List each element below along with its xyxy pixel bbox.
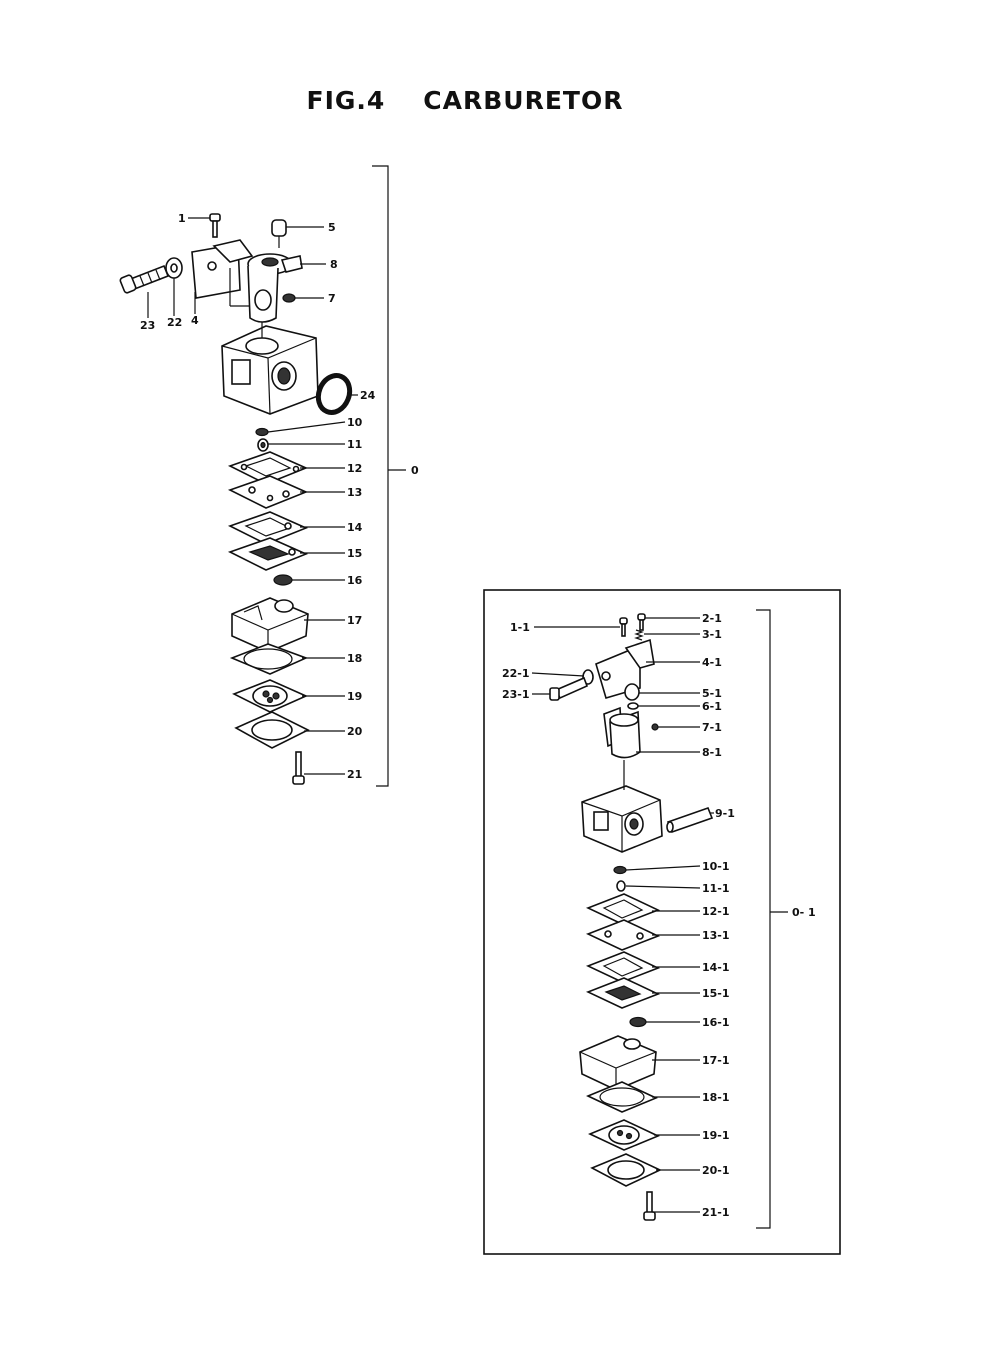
part-diaphragm-18-1	[586, 1081, 658, 1113]
part-cap-5-1	[624, 683, 640, 701]
part-gasket-15	[227, 537, 309, 571]
assembly-b: 0- 1	[483, 589, 841, 1255]
part-diaphragm-19	[232, 679, 308, 713]
part-gasket-13-1	[585, 919, 661, 951]
part-screw-23-1	[549, 676, 589, 701]
callout-b-6-1: 6-1	[702, 700, 722, 713]
callout-a-7: 7	[328, 292, 336, 305]
callout-b-9-1: 9-1	[715, 807, 735, 820]
callout-b-11-1: 11-1	[702, 882, 730, 895]
callout-b-3-1: 3-1	[702, 628, 722, 641]
assembly-b-frame	[483, 589, 841, 1255]
part-oring-24	[315, 373, 353, 415]
figure-name: CARBURETOR	[423, 86, 624, 115]
part-washer-22	[165, 257, 183, 279]
part-cover-20-1	[590, 1153, 662, 1187]
part-6-1	[627, 702, 639, 710]
figure-number: FIG.4	[306, 86, 386, 115]
part-gasket-14	[227, 511, 309, 545]
part-16	[273, 574, 293, 586]
part-pump-body-17	[231, 597, 309, 653]
callout-a-21: 21	[347, 768, 362, 781]
callout-b-14-1: 14-1	[702, 961, 730, 974]
callout-a-16: 16	[347, 574, 363, 587]
part-screw-2-1	[637, 613, 646, 631]
callout-a-20: 20	[347, 725, 363, 738]
part-11	[257, 438, 269, 452]
callout-b-21-1: 21-1	[702, 1206, 730, 1219]
callout-a-8: 8	[330, 258, 338, 271]
callout-a-18: 18	[347, 652, 362, 665]
part-diaphragm-19-1	[588, 1119, 660, 1151]
callout-a-22: 22	[167, 316, 182, 329]
callout-a-23: 23	[140, 319, 155, 332]
part-screw-23	[119, 264, 170, 294]
part-gasket-13	[227, 475, 309, 509]
part-cover-20	[234, 711, 310, 749]
part-gasket-14-1	[585, 951, 661, 983]
part-diaphragm-18	[229, 643, 309, 675]
callout-a-11: 11	[347, 438, 362, 451]
callout-b-4-1: 4-1	[702, 656, 722, 669]
part-screw-21-1	[643, 1191, 656, 1221]
part-throttle-8	[229, 253, 303, 323]
part-screw-21	[292, 751, 305, 785]
part-10	[255, 427, 269, 437]
callout-b-13-1: 13-1	[702, 929, 730, 942]
part-screw-1	[209, 213, 221, 238]
callout-a-4: 4	[191, 314, 199, 327]
callout-a-15: 15	[347, 547, 362, 560]
callout-a-17: 17	[347, 614, 362, 627]
callout-a-13: 13	[347, 486, 362, 499]
group-label-a: 0	[411, 464, 419, 477]
callout-b-16-1: 16-1	[702, 1016, 730, 1029]
part-pump-body-17-1	[579, 1035, 657, 1091]
part-throttle-8-1	[603, 706, 641, 759]
callout-a-24: 24	[360, 389, 376, 402]
callout-b-22-1: 22-1	[502, 667, 530, 680]
part-11-1	[616, 880, 626, 892]
callout-b-12-1: 12-1	[702, 905, 730, 918]
part-spring-3-1	[634, 629, 644, 641]
part-cap-5	[271, 219, 287, 248]
callout-b-2-1: 2-1	[702, 612, 722, 625]
callout-b-1-1: 1-1	[510, 621, 530, 634]
callout-b-18-1: 18-1	[702, 1091, 730, 1104]
callout-a-14: 14	[347, 521, 363, 534]
part-pin-9-1	[666, 806, 714, 834]
assembly-a: 0	[119, 165, 419, 787]
part-10-1	[613, 865, 627, 875]
callout-b-19-1: 19-1	[702, 1129, 730, 1142]
part-gasket-15-1	[585, 977, 661, 1009]
callout-a-10: 10	[347, 416, 363, 429]
callout-a-1: 1	[178, 212, 186, 225]
part-gasket-12-1	[585, 893, 661, 925]
callout-b-17-1: 17-1	[702, 1054, 730, 1067]
part-clip-7	[282, 293, 296, 303]
part-16-1	[629, 1016, 647, 1028]
part-carburetor-body-1	[581, 760, 663, 853]
callout-b-10-1: 10-1	[702, 860, 730, 873]
callout-a-12: 12	[347, 462, 362, 475]
callout-b-5-1: 5-1	[702, 687, 722, 700]
callout-b-7-1: 7-1	[702, 721, 722, 734]
group-label-b: 0- 1	[792, 906, 816, 919]
callout-b-15-1: 15-1	[702, 987, 730, 1000]
figure-title: FIG.4 CARBURETOR	[0, 86, 930, 115]
part-carburetor-body	[221, 322, 319, 415]
callout-b-20-1: 20-1	[702, 1164, 730, 1177]
callout-b-8-1: 8-1	[702, 746, 722, 759]
callout-a-5: 5	[328, 221, 336, 234]
part-bracket-4	[191, 239, 254, 299]
part-7-1	[651, 723, 659, 731]
callout-b-23-1: 23-1	[502, 688, 530, 701]
callout-a-19: 19	[347, 690, 362, 703]
part-screw-1-1	[619, 617, 628, 637]
